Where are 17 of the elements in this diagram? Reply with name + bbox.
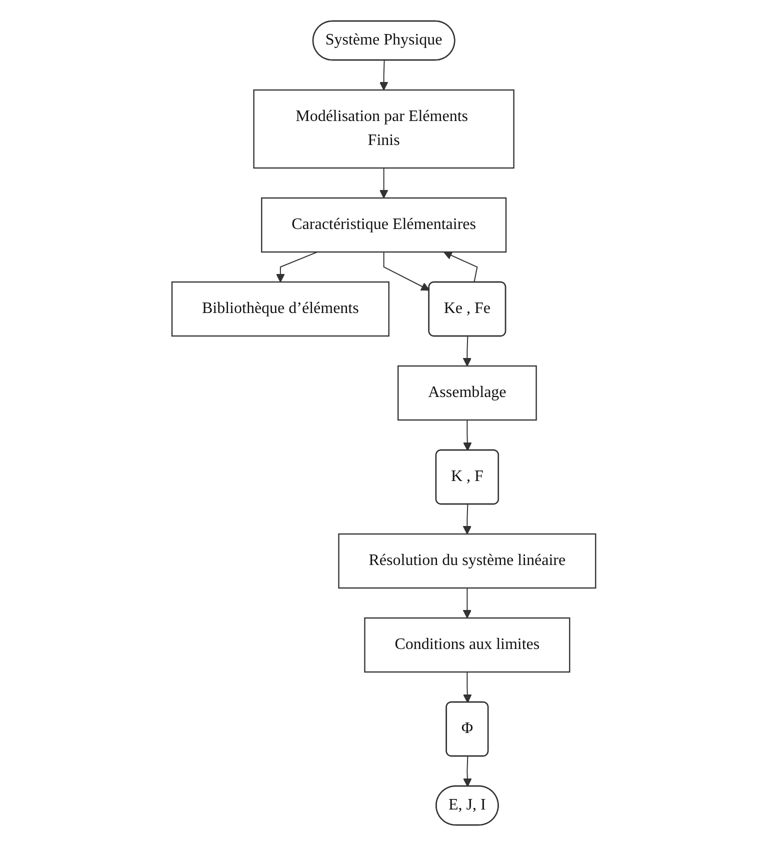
arrow (380, 60, 388, 90)
arrow (463, 419, 472, 450)
arrow (462, 504, 472, 534)
node-box: Assemblage (398, 364, 538, 420)
arrow (380, 167, 388, 198)
node-box: Résolution du système linéaire (338, 532, 596, 588)
arrow (463, 670, 472, 702)
node-box: Bibliothèque d’éléments (172, 280, 390, 336)
node-box: Caractéristique Elémentaires (261, 196, 507, 252)
arrow (462, 587, 472, 618)
arrow (276, 251, 318, 282)
arrow (384, 251, 430, 290)
node-box: Conditions aux limites (364, 616, 570, 672)
node-box: Modélisation par Eléments Finis (253, 88, 515, 168)
arrow (463, 755, 472, 786)
arrow (444, 250, 478, 282)
arrow (462, 336, 472, 366)
